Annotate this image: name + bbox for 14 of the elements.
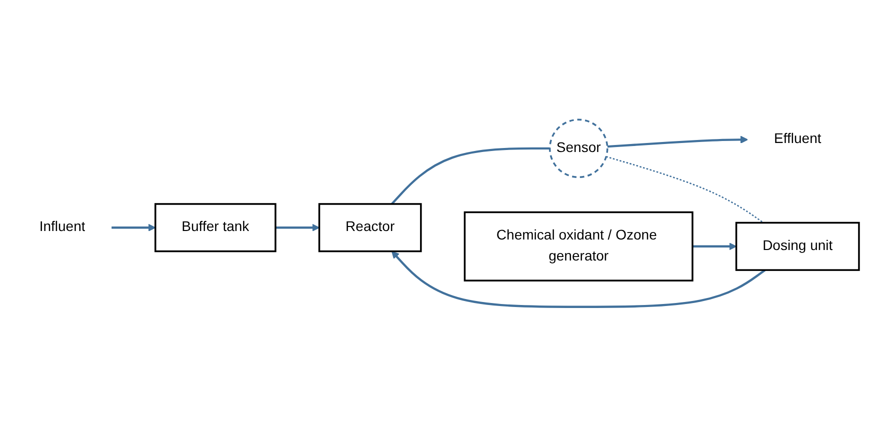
arrow [607, 136, 748, 148]
node-text: Effluent [774, 132, 822, 147]
node-box: Buffer tank [154, 203, 276, 252]
node-circle: Sensor [548, 118, 608, 178]
arrow [391, 251, 766, 308]
node-box: Chemical oxidant / Ozone generator [464, 211, 694, 282]
arrow [692, 242, 737, 250]
connector [391, 147, 550, 205]
node-box: Dosing unit [735, 222, 860, 271]
node-box: Reactor [318, 203, 422, 252]
arrow [112, 224, 156, 232]
arrow [275, 224, 320, 232]
connector [606, 156, 764, 224]
node-text: Influent [39, 220, 86, 235]
